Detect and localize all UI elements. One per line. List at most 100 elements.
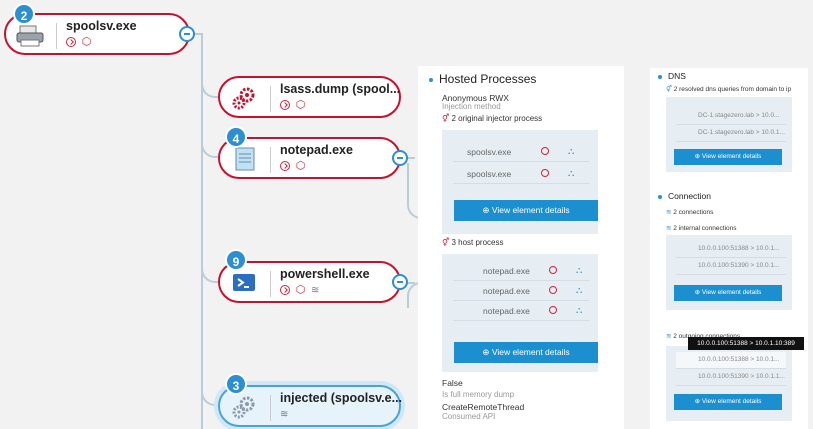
divider bbox=[270, 271, 271, 297]
injector-box: spoolsv.exe ⛬ spoolsv.exe ⛬ ⊕ View eleme… bbox=[442, 130, 598, 234]
internal-connections-text: 2 internal connections bbox=[673, 225, 737, 232]
connection-count: ≋ 2 connections bbox=[666, 208, 713, 216]
tree-branch bbox=[407, 157, 415, 159]
tree-icon[interactable]: ⛬ bbox=[576, 265, 583, 275]
host-box: notepad.exe ⛬ notepad.exe ⛬ notepad.exe … bbox=[442, 254, 598, 372]
link-icon: ⚥ bbox=[666, 86, 674, 93]
network-icon: ≋ bbox=[280, 409, 289, 420]
row-text: notepad.exe bbox=[483, 266, 530, 276]
button-label: View element details bbox=[491, 205, 570, 215]
view-element-details-button[interactable]: ⊕ View element details bbox=[674, 285, 782, 301]
process-node-notepad[interactable]: notepad.exe ⬡ bbox=[218, 137, 401, 179]
suspicion-icon bbox=[549, 306, 557, 314]
collapse-toggle[interactable] bbox=[392, 150, 408, 166]
wifi-icon: ≋ bbox=[666, 333, 674, 340]
tree-trunk bbox=[201, 34, 203, 429]
tree-branch bbox=[407, 163, 427, 219]
count-badge: 3 bbox=[225, 373, 247, 395]
row-text: spoolsv.exe bbox=[467, 147, 512, 157]
button-label: View element details bbox=[701, 153, 762, 160]
consumed-api-value: CreateRemoteThread bbox=[442, 402, 525, 412]
suspicion-icon bbox=[280, 100, 290, 110]
hosted-title: Hosted Processes bbox=[439, 72, 537, 86]
wifi-icon: ≋ bbox=[666, 209, 674, 216]
process-node-lsass[interactable]: lsass.dump (spool... ⬡ bbox=[218, 76, 401, 118]
list-item[interactable]: 10.0.0.100:51390 > 10.0.1.1... bbox=[676, 369, 786, 386]
notepad-icon bbox=[230, 146, 258, 172]
process-link-icon: ⚥ bbox=[442, 114, 452, 123]
suspicion-icon bbox=[541, 169, 549, 177]
bullet-icon bbox=[429, 77, 433, 82]
powershell-icon bbox=[230, 270, 258, 296]
outgoing-connections-text: 2 outgoing connections bbox=[673, 333, 740, 340]
count-badge: 2 bbox=[13, 3, 35, 25]
list-item[interactable]: notepad.exe ⛬ bbox=[453, 282, 589, 301]
outgoing-connections: ≋ 2 outgoing connections bbox=[666, 332, 740, 340]
list-item[interactable]: notepad.exe ⛬ bbox=[453, 302, 589, 321]
malop-hex-icon: ⬡ bbox=[295, 284, 306, 296]
list-item[interactable]: notepad.exe ⛬ bbox=[453, 262, 589, 281]
tree-branch bbox=[201, 140, 219, 158]
process-name: lsass.dump (spool... bbox=[280, 82, 401, 96]
tree-icon[interactable]: ⛬ bbox=[576, 305, 583, 315]
process-name: spoolsv.exe bbox=[66, 19, 137, 33]
injection-method-label: Injection method bbox=[442, 102, 501, 111]
gears-icon bbox=[230, 394, 258, 420]
tree-branch bbox=[201, 80, 219, 98]
view-element-details-button[interactable]: ⊕ View element details bbox=[454, 200, 598, 221]
list-item[interactable]: spoolsv.exe ⛬ bbox=[453, 143, 589, 162]
count-badge: 4 bbox=[225, 126, 247, 148]
collapse-toggle[interactable] bbox=[179, 26, 195, 42]
button-label: View element details bbox=[701, 398, 762, 405]
list-item[interactable]: DC-1.stagezero.lab > 10.0... bbox=[676, 108, 786, 125]
process-node-injected[interactable]: injected (spoolsv.e... ≋ bbox=[218, 385, 402, 427]
list-item[interactable]: spoolsv.exe ⛬ bbox=[453, 165, 589, 184]
row-text: 10.0.0.100:51388 > 10.0.1... bbox=[698, 356, 780, 363]
connection-count-text: 2 connections bbox=[673, 209, 714, 216]
internal-box: 10.0.0.100:51388 > 10.0.1... 10.0.0.100:… bbox=[666, 235, 792, 310]
count-badge: 9 bbox=[225, 249, 247, 271]
collapse-toggle[interactable] bbox=[392, 274, 408, 290]
node-badges: ⬡ bbox=[280, 100, 306, 111]
section-title: Hosted Processes bbox=[429, 72, 536, 86]
button-label: View element details bbox=[491, 347, 570, 357]
row-text: 10.0.0.100:51390 > 10.0.1... bbox=[698, 262, 780, 269]
node-badges: ≋ bbox=[280, 409, 292, 420]
tree-branch bbox=[201, 388, 219, 406]
process-node-powershell[interactable]: powershell.exe ⬡ ≋ bbox=[218, 261, 401, 303]
section-title: DNS bbox=[658, 71, 686, 81]
row-text: 10.0.0.100:51388 > 10.0.1... bbox=[698, 245, 780, 252]
divider bbox=[56, 23, 57, 49]
view-element-details-button[interactable]: ⊕ View element details bbox=[674, 394, 782, 410]
list-item[interactable]: 10.0.0.100:51390 > 10.0.1... bbox=[676, 258, 786, 275]
view-element-details-button[interactable]: ⊕ View element details bbox=[454, 342, 598, 363]
full-dump-label: Is full memory dump bbox=[442, 390, 515, 399]
tree-icon[interactable]: ⛬ bbox=[568, 168, 575, 178]
view-element-details-button[interactable]: ⊕ View element details bbox=[674, 149, 782, 165]
divider bbox=[270, 147, 271, 173]
node-badges: ⬡ bbox=[66, 37, 92, 48]
bullet-icon bbox=[658, 74, 662, 79]
tree-icon[interactable]: ⛬ bbox=[576, 285, 583, 295]
malop-hex-icon: ⬡ bbox=[81, 36, 92, 48]
list-item[interactable]: 10.0.0.100:51388 > 10.0.1... bbox=[676, 352, 786, 369]
process-name: notepad.exe bbox=[280, 143, 353, 157]
process-name: powershell.exe bbox=[280, 267, 370, 281]
dns-queries-text: 2 resolved dns queries from domain to ip bbox=[673, 86, 792, 93]
row-text: notepad.exe bbox=[483, 306, 530, 316]
network-panel: DNS ⚥ 2 resolved dns queries from domain… bbox=[650, 68, 808, 429]
node-badges: ⬡ bbox=[280, 161, 306, 172]
tree-branch bbox=[407, 282, 427, 308]
process-link-icon: ⚥ bbox=[442, 238, 452, 247]
tree-branch bbox=[201, 265, 219, 283]
host-heading-text: 3 host process bbox=[451, 238, 504, 247]
bullet-icon bbox=[658, 194, 662, 199]
tree-branch bbox=[407, 282, 415, 284]
list-item[interactable]: 10.0.0.100:51388 > 10.0.1... bbox=[676, 241, 786, 258]
list-item[interactable]: DC-1.stagezero.lab > 10.0.1... bbox=[676, 125, 786, 142]
dns-queries: ⚥ 2 resolved dns queries from domain to … bbox=[666, 85, 791, 93]
hosted-processes-panel: Hosted Processes Anonymous RWX Injection… bbox=[418, 66, 624, 429]
tooltip-text: 10.0.0.100:51388 > 10.0.1.10:389 bbox=[697, 340, 795, 347]
tree-icon[interactable]: ⛬ bbox=[568, 146, 575, 156]
malop-hex-icon: ⬡ bbox=[295, 99, 306, 111]
